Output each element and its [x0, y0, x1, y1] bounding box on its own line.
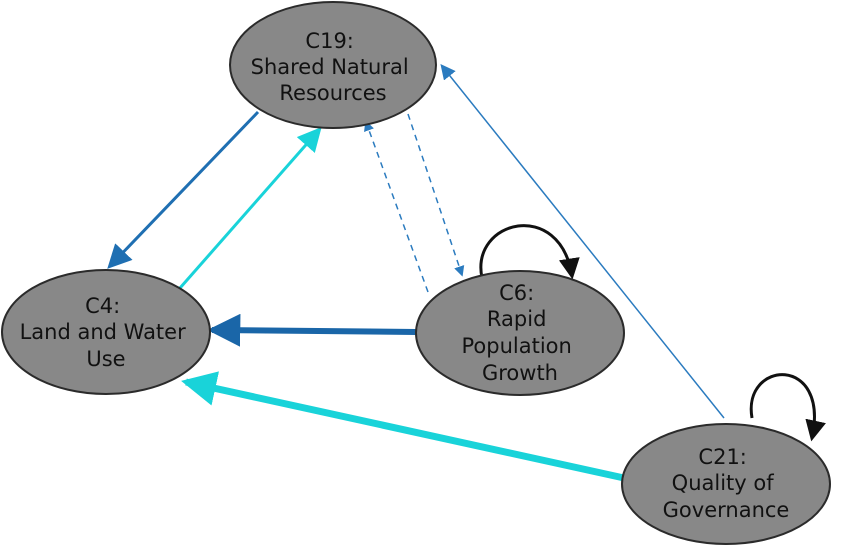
node-c19[interactable]: C19: Shared Natural Resources [229, 1, 437, 129]
node-c21[interactable]: C21: Quality of Governance [621, 423, 831, 545]
node-c21-shape [621, 423, 831, 545]
node-c6-line-1: C6: [499, 281, 534, 305]
node-c6-line-4: Growth [482, 361, 558, 385]
self-loop-c21 [749, 373, 826, 442]
self-loop-c6 [479, 224, 580, 280]
node-c6-shape [415, 270, 625, 396]
edge-c19-to-c4 [107, 110, 260, 269]
node-c6-line-3: Population [461, 334, 571, 358]
node-c4-line-3: Use [86, 347, 125, 371]
node-c21-label: C21: Quality of Governance [663, 445, 790, 522]
node-c6-line-2: Rapid [487, 307, 547, 331]
node-c19-line-2: Shared Natural [251, 55, 409, 79]
edge-c21-to-c4 [181, 371, 625, 482]
node-c19-label: C19: Shared Natural Resources [251, 29, 416, 105]
node-c19-line-1: C19: [305, 29, 353, 53]
edge-c21-to-c19 [440, 64, 725, 419]
node-c4-line-2: Land and Water [20, 320, 187, 344]
edges-layer [107, 64, 826, 482]
edge-c6-to-c4 [207, 313, 417, 347]
edge-c6-to-c19-dashed [364, 120, 429, 293]
node-c21-line-2: Quality of [672, 471, 775, 495]
node-c19-line-3: Resources [279, 81, 386, 105]
edge-c19-to-c6-dashed [407, 113, 465, 277]
node-c21-line-1: C21: [698, 445, 746, 469]
node-c6[interactable]: C6: Rapid Population Growth [415, 270, 625, 396]
node-c4-label: C4: Land and Water Use [20, 294, 193, 371]
edge-c4-to-c19 [178, 126, 322, 289]
node-c4-shape [1, 269, 211, 395]
node-c4-line-1: C4: [85, 294, 120, 318]
node-c6-label: C6: Rapid Population Growth [461, 281, 578, 385]
node-c19-shape [229, 1, 437, 129]
node-c4[interactable]: C4: Land and Water Use [1, 269, 211, 395]
node-c21-line-3: Governance [663, 498, 790, 522]
